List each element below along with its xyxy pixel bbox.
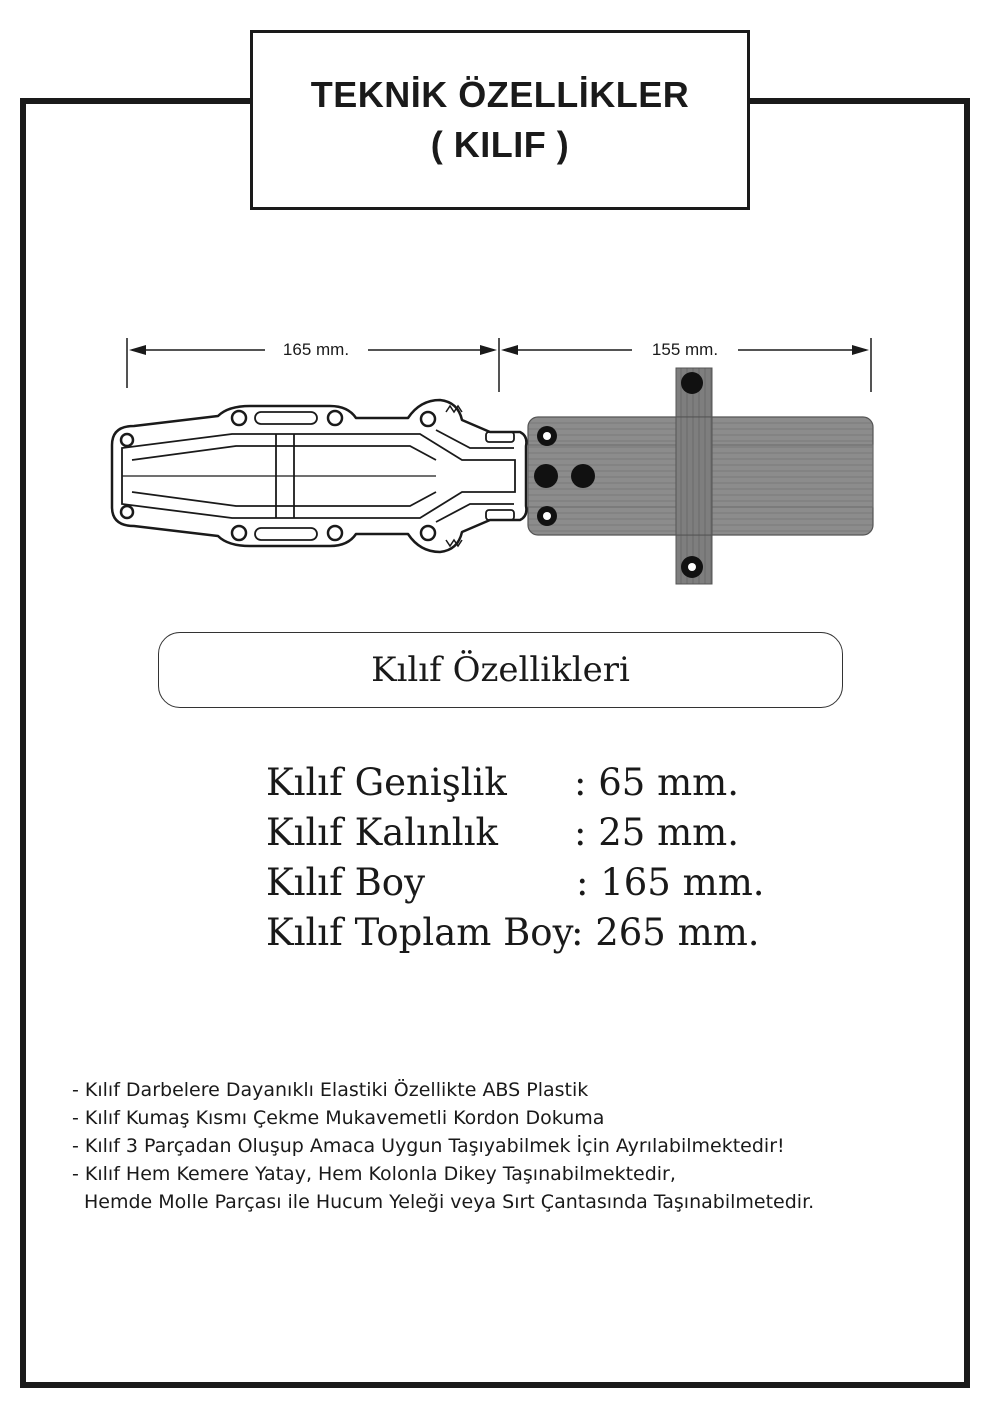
- specs-table: Kılıf Genişlik : 65 mm. Kılıf Kalınlık :…: [266, 758, 786, 958]
- belt-loop-piece: [527, 416, 874, 536]
- spec-row-length: Kılıf Boy : 165 mm.: [266, 858, 786, 908]
- sheath-details: [121, 411, 516, 541]
- spec-value: : 25 mm.: [574, 811, 740, 854]
- spec-label: Kılıf Toplam Boy: [266, 911, 574, 954]
- spec-label: Kılıf Genişlik: [266, 761, 507, 804]
- note-item: Hemde Molle Parçası ile Hucum Yeleği vey…: [84, 1191, 815, 1213]
- spec-row-total-length: Kılıf Toplam Boy : 265 mm.: [266, 908, 786, 958]
- dimension-right-label: 155 mm.: [652, 340, 718, 359]
- spec-label: Kılıf Boy: [266, 861, 425, 904]
- note-item: - Kılıf Hem Kemere Yatay, Hem Kolonla Di…: [72, 1163, 676, 1185]
- spec-value: : 65 mm.: [574, 761, 740, 804]
- spec-value: : 165 mm.: [576, 861, 765, 904]
- note-item: - Kılıf Kumaş Kısmı Çekme Mukavemetli Ko…: [72, 1107, 605, 1129]
- note-item: - Kılıf 3 Parçadan Oluşup Amaca Uygun Ta…: [72, 1135, 785, 1157]
- note-item: - Kılıf Darbelere Dayanıklı Elastiki Öze…: [72, 1079, 589, 1101]
- title-box: TEKNİK ÖZELLİKLER ( KILIF ): [250, 30, 750, 210]
- notes-list: - Kılıf Darbelere Dayanıklı Elastiki Öze…: [72, 1076, 952, 1216]
- sheath-teeth: [445, 404, 463, 548]
- spec-value: : 265 mm.: [571, 911, 760, 954]
- section-title: Kılıf Özellikleri: [158, 632, 843, 708]
- spec-label: Kılıf Kalınlık: [266, 811, 498, 854]
- dimension-lines: [126, 338, 872, 392]
- spec-row-width: Kılıf Genişlik : 65 mm.: [266, 758, 786, 808]
- spec-row-thickness: Kılıf Kalınlık : 25 mm.: [266, 808, 786, 858]
- sheath-rivets: [119, 409, 437, 542]
- dimension-left-label: 165 mm.: [283, 340, 349, 359]
- title-line-1: TEKNİK ÖZELLİKLER: [310, 73, 690, 115]
- title-line-2: ( KILIF ): [430, 124, 570, 165]
- sheath-diagram: 165 mm. 155 mm.: [110, 338, 874, 585]
